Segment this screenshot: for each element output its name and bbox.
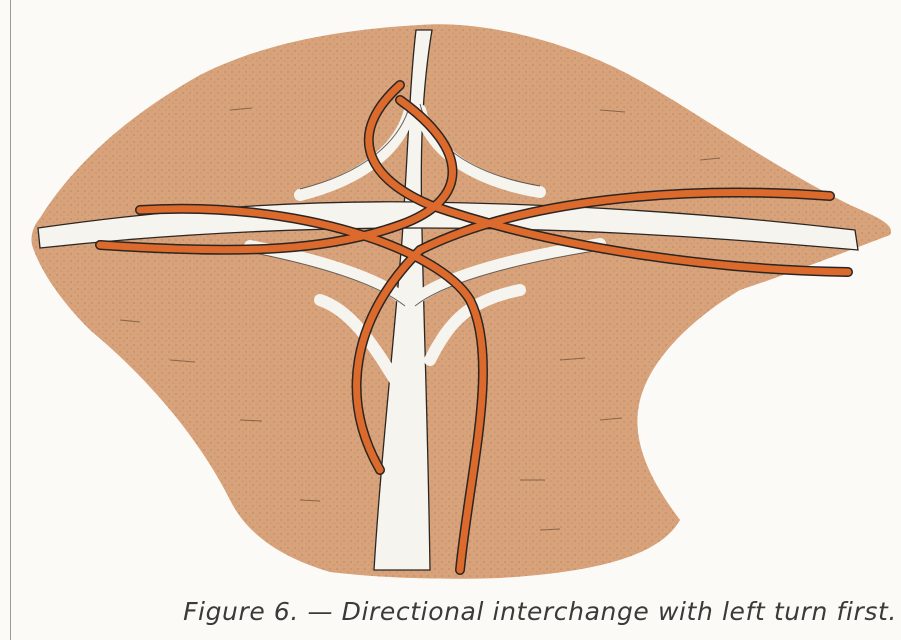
figure-caption: Figure 6. — Directional interchange with… xyxy=(0,597,901,626)
interchange-illustration xyxy=(0,0,901,580)
